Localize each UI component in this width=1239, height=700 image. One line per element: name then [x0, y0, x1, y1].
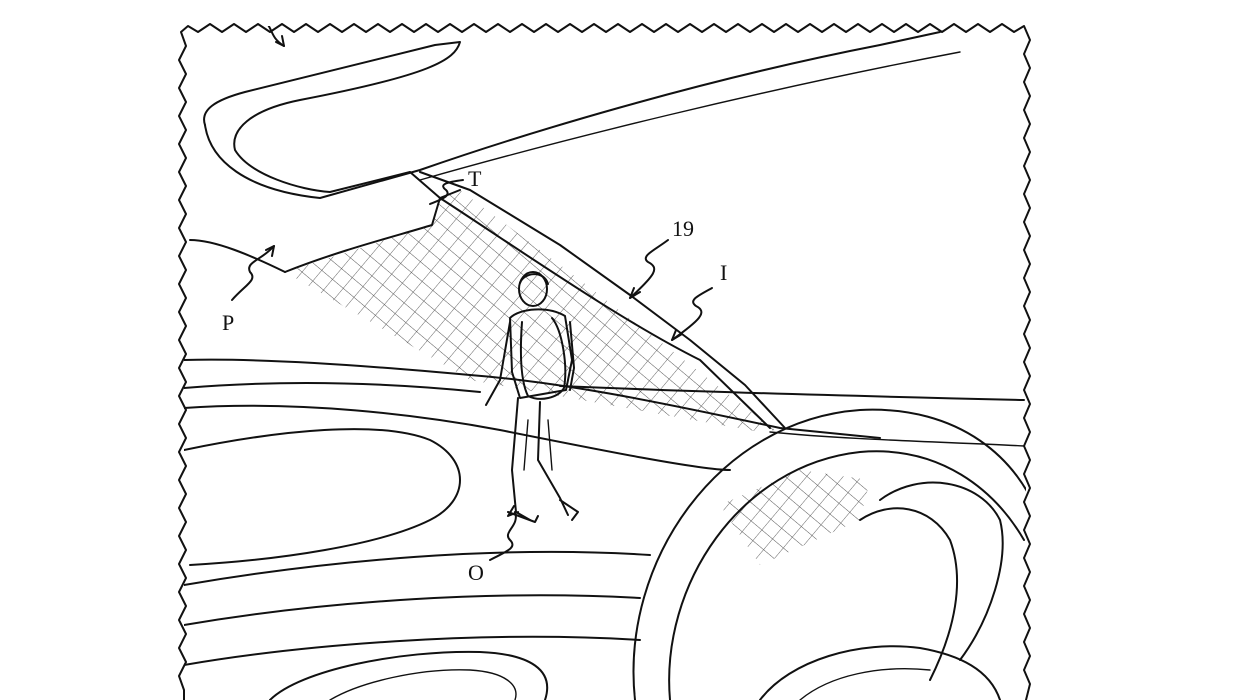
horizon-line-2	[769, 431, 1025, 447]
steering-wheel-outer	[632, 408, 1026, 700]
label-t: T	[468, 166, 482, 191]
steering-wheel-inner	[668, 450, 1025, 700]
roof-edge-inner	[419, 51, 961, 181]
sun-visor	[203, 41, 461, 193]
door-panel-base	[184, 635, 641, 666]
label-o: O	[468, 560, 484, 585]
leader-line-t	[429, 179, 464, 205]
pillar-inner-edge	[419, 171, 786, 429]
frame-border	[178, 23, 1031, 700]
steering-wheel-spoke	[879, 481, 1004, 661]
pillar-side-edge	[189, 239, 286, 273]
steering-hub	[759, 645, 1001, 700]
pillar-outer-edge	[409, 171, 771, 429]
horizon-line	[559, 385, 1025, 401]
label-i: I	[720, 260, 727, 285]
door-handle	[269, 650, 549, 700]
window-sill-top	[184, 358, 881, 439]
door-panel-curve	[184, 428, 461, 566]
arrow-fig	[275, 35, 285, 47]
arrow-i	[671, 329, 683, 341]
pillar-display-area	[285, 190, 775, 432]
lower-display-area	[720, 470, 870, 565]
dashboard-line	[184, 404, 731, 471]
leader-line-19	[629, 239, 669, 299]
arrow-o	[507, 505, 519, 517]
leader-line-p	[231, 245, 275, 301]
label-p: P	[222, 310, 234, 335]
door-panel-lower	[184, 550, 651, 586]
leader-line-o	[489, 511, 517, 561]
pedestrian-figure	[485, 271, 579, 523]
door-panel-bottom	[184, 594, 641, 626]
label-19: 19	[672, 216, 694, 241]
steering-wheel-spoke-2	[859, 507, 959, 681]
arrow-19	[629, 287, 641, 299]
pillar-display-outline	[284, 189, 461, 273]
window-sill-mid	[184, 382, 481, 393]
roof-edge	[204, 31, 941, 199]
door-handle-inner	[329, 669, 517, 700]
arrow-p	[265, 245, 275, 257]
leader-line-i	[671, 287, 713, 341]
steering-hub-inner	[799, 668, 931, 700]
leader-line-fig	[267, 26, 285, 47]
